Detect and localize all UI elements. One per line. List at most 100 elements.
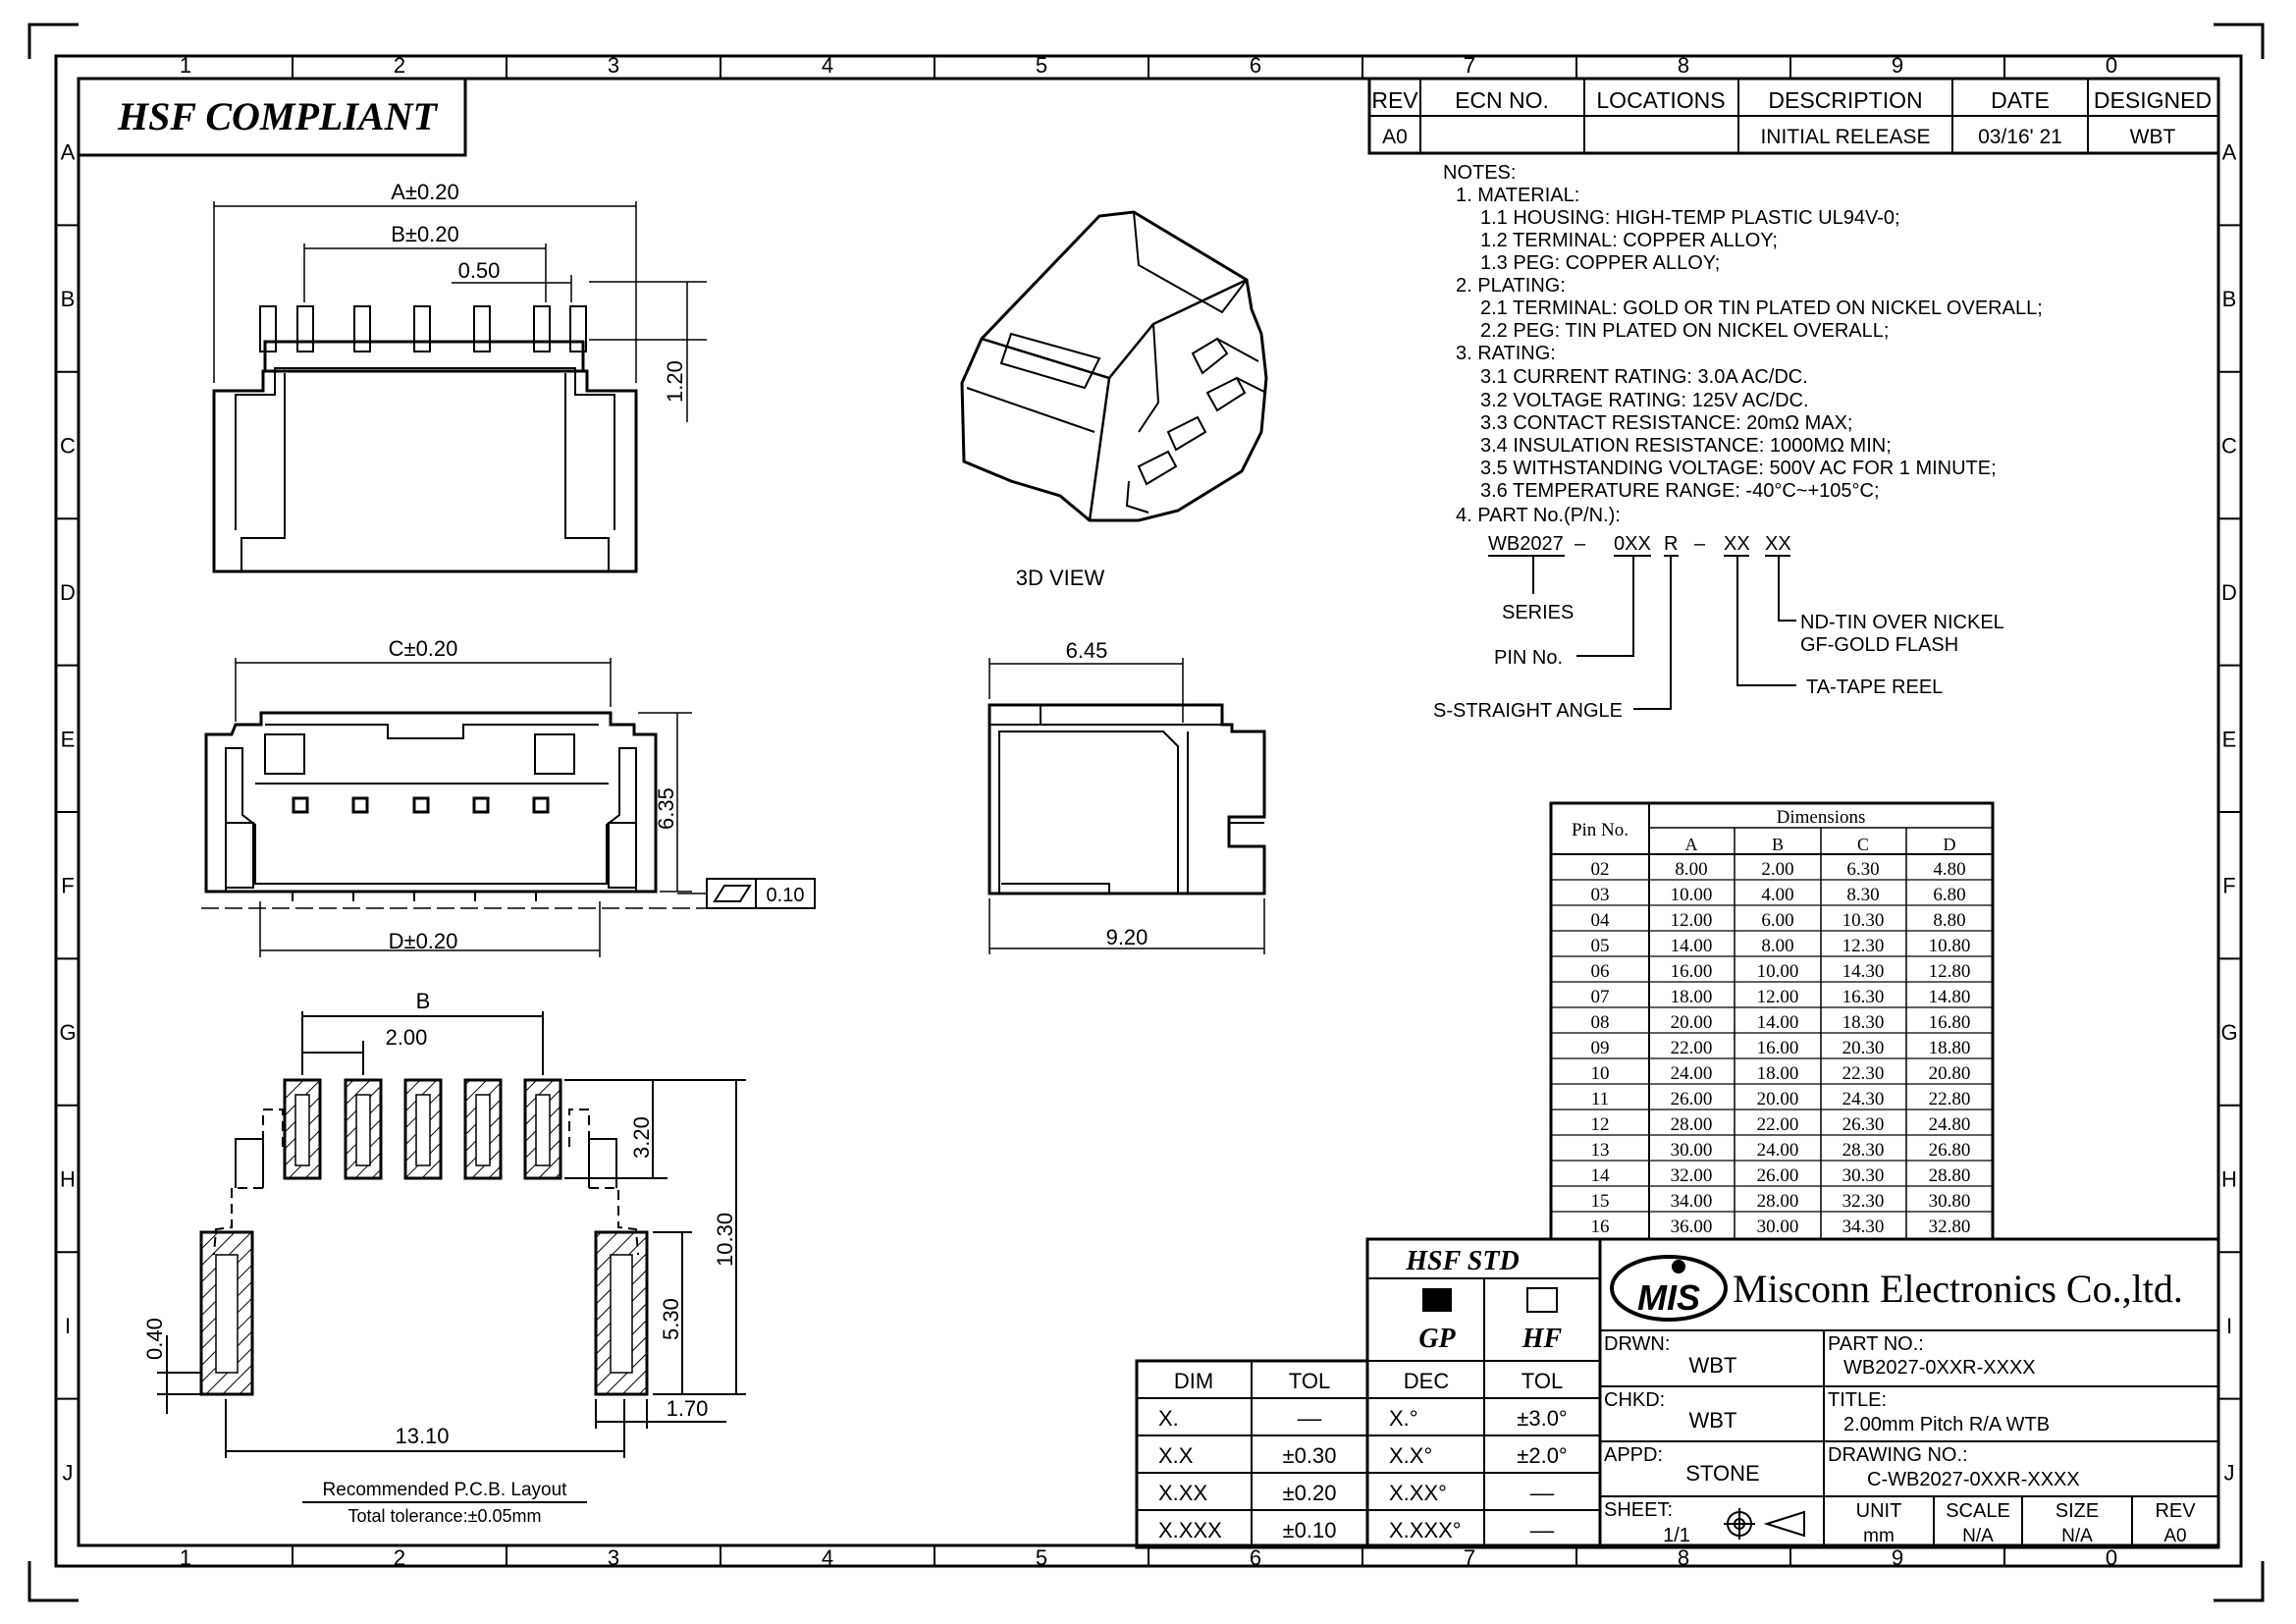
zone-row-label: B (61, 287, 76, 311)
tol-row-dim: X.X (1158, 1443, 1194, 1468)
dim-table-value-cell: 12.00 (1671, 910, 1713, 931)
dim-635-label: 6.35 (654, 787, 678, 830)
dim-920-label: 9.20 (1106, 925, 1148, 949)
zone-row-label: C (60, 434, 76, 459)
dim-table-value-cell: 24.30 (1842, 1089, 1885, 1110)
zone-row-label: F (2222, 874, 2235, 898)
zone-row-label: E (2222, 727, 2237, 751)
rev-value: A0 (2163, 1526, 2186, 1546)
dim-table-value-cell: 28.30 (1842, 1140, 1885, 1161)
dim-table-value-cell: 8.00 (1675, 859, 1707, 880)
gp-filled-square-icon (1422, 1288, 1452, 1312)
zone-col-label: 9 (1892, 1545, 1903, 1570)
dim-table-value-cell: 24.00 (1757, 1140, 1799, 1161)
dim-table-value-cell: 14.80 (1929, 987, 1971, 1007)
drwn-label: DRWN: (1604, 1333, 1670, 1355)
drawing-no-value: C-WB2027-0XXR-XXXX (1867, 1469, 2080, 1490)
drwn-value: WBT (1689, 1353, 1737, 1378)
ang-row-dec: X.XX° (1389, 1481, 1447, 1505)
zone-col-label: 3 (608, 1545, 619, 1570)
zone-row-label: G (2220, 1020, 2237, 1045)
drawing-no-label: DRAWING NO.: (1828, 1444, 1968, 1466)
pn-pin-label: PIN No. (1494, 647, 1563, 669)
dim-table-pin-cell: 14 (1591, 1165, 1611, 1186)
dim-table-pin-cell: 12 (1591, 1114, 1610, 1135)
dim-table-value-cell: 10.30 (1842, 910, 1885, 931)
dim-table-pin-cell: 10 (1591, 1063, 1610, 1084)
note-line: 4. PART No.(P/N.): (1456, 505, 1621, 526)
zone-col-label: 0 (2106, 53, 2117, 78)
rev-header: REV (1371, 87, 1418, 113)
dim-table-value-cell: 32.30 (1842, 1191, 1885, 1212)
pn-plating-label-2: GF-GOLD FLASH (1800, 634, 1958, 656)
dim-table-value-cell: 8.30 (1846, 885, 1879, 905)
dim-table-value-cell: 20.80 (1929, 1063, 1971, 1084)
scale-label: SCALE (1946, 1500, 2010, 1522)
scale-value: N/A (1962, 1526, 1994, 1546)
zone-row-label: H (2221, 1167, 2237, 1192)
dim-table-value-cell: 34.30 (1842, 1217, 1885, 1237)
tol-row-val: ±0.20 (1283, 1481, 1337, 1505)
note-line: 3. RATING: (1456, 343, 1556, 364)
pcb-dim-320-label: 3.20 (629, 1116, 654, 1159)
zone-col-label: 5 (1036, 53, 1047, 78)
zone-row-label: A (2222, 140, 2237, 165)
dim-table-value-cell: 20.30 (1842, 1038, 1885, 1058)
dim-table-value-cell: 16.00 (1671, 961, 1713, 982)
pn-plating-code: XX (1765, 533, 1791, 555)
dim-table-value-cell: 8.80 (1933, 910, 1965, 931)
dim-table-value-cell: 32.00 (1671, 1165, 1713, 1186)
dim-table-value-cell: 10.00 (1757, 961, 1799, 982)
ang-dec-header: DEC (1404, 1369, 1450, 1393)
gp-label: GP (1418, 1324, 1456, 1354)
dim-d-label: D±0.20 (389, 929, 458, 953)
tol-row-val: ±0.10 (1283, 1518, 1337, 1543)
appd-value: STONE (1685, 1461, 1759, 1486)
zone-row-label: B (2222, 287, 2237, 311)
zone-row-label: J (2224, 1460, 2235, 1485)
dim-table-value-cell: 4.80 (1933, 859, 1965, 880)
description-header: DESCRIPTION (1768, 87, 1922, 113)
pcb-dim-1310-label: 13.10 (395, 1424, 449, 1448)
pcb-dim-b-label: B (416, 989, 431, 1013)
ang-row-tol: ±2.0° (1517, 1443, 1567, 1468)
note-line: 2.2 PEG: TIN PLATED ON NICKEL OVERALL; (1480, 320, 1889, 342)
dim-table-value-cell: 26.80 (1929, 1140, 1971, 1161)
zone-ticks (56, 56, 2241, 1566)
dim-table-value-cell: 8.00 (1761, 936, 1793, 956)
designed-value: WBT (2130, 126, 2176, 148)
dim-table-value-cell: 28.00 (1671, 1114, 1713, 1135)
note-line: 3.6 TEMPERATURE RANGE: -40°C~+105°C; (1480, 480, 1880, 502)
dim-table-value-cell: 24.80 (1929, 1114, 1971, 1135)
dim-table-value-cell: 26.00 (1757, 1165, 1799, 1186)
note-line: 2.1 TERMINAL: GOLD OR TIN PLATED ON NICK… (1480, 298, 2043, 319)
hsf-std-title: HSF STD (1405, 1246, 1519, 1276)
zone-row-label: I (65, 1314, 71, 1338)
ang-row-dec: X.XXX° (1389, 1518, 1462, 1543)
dim-table-value-cell: 14.30 (1842, 961, 1885, 982)
note-line: 3.2 VOLTAGE RATING: 125V AC/DC. (1480, 390, 1809, 411)
flatness-value: 0.10 (767, 885, 805, 906)
zone-col-label: 8 (1678, 53, 1689, 78)
zone-row-label: D (60, 580, 76, 605)
dim-table-pin-cell: 04 (1591, 910, 1611, 931)
ang-row-tol: ±3.0° (1517, 1406, 1567, 1431)
zone-col-label: 2 (394, 1545, 405, 1570)
pn-plating-label-1: ND-TIN OVER NICKEL (1800, 612, 2004, 633)
dim-table-col-c: C (1857, 835, 1869, 854)
zone-col-label: 0 (2106, 1545, 2117, 1570)
chkd-label: CHKD: (1604, 1389, 1665, 1411)
dim-table-value-cell: 10.80 (1929, 936, 1971, 956)
dim-table-col-b: B (1772, 835, 1784, 854)
zone-row-label: D (2221, 580, 2237, 605)
dim-table-value-cell: 36.00 (1671, 1217, 1713, 1237)
hf-empty-square-icon (1526, 1287, 1558, 1313)
zone-col-label: 9 (1892, 53, 1903, 78)
title-block: MIS Misconn Electronics Co.,ltd. DRWN: W… (1598, 1237, 2220, 1549)
pcb-layout-tolerance: Total tolerance:±0.05mm (348, 1506, 542, 1526)
dim-table-value-cell: 32.80 (1929, 1217, 1971, 1237)
note-line: 3.1 CURRENT RATING: 3.0A AC/DC. (1480, 366, 1808, 388)
dim-table-value-cell: 24.00 (1671, 1063, 1713, 1084)
zone-row-label: G (59, 1020, 76, 1045)
